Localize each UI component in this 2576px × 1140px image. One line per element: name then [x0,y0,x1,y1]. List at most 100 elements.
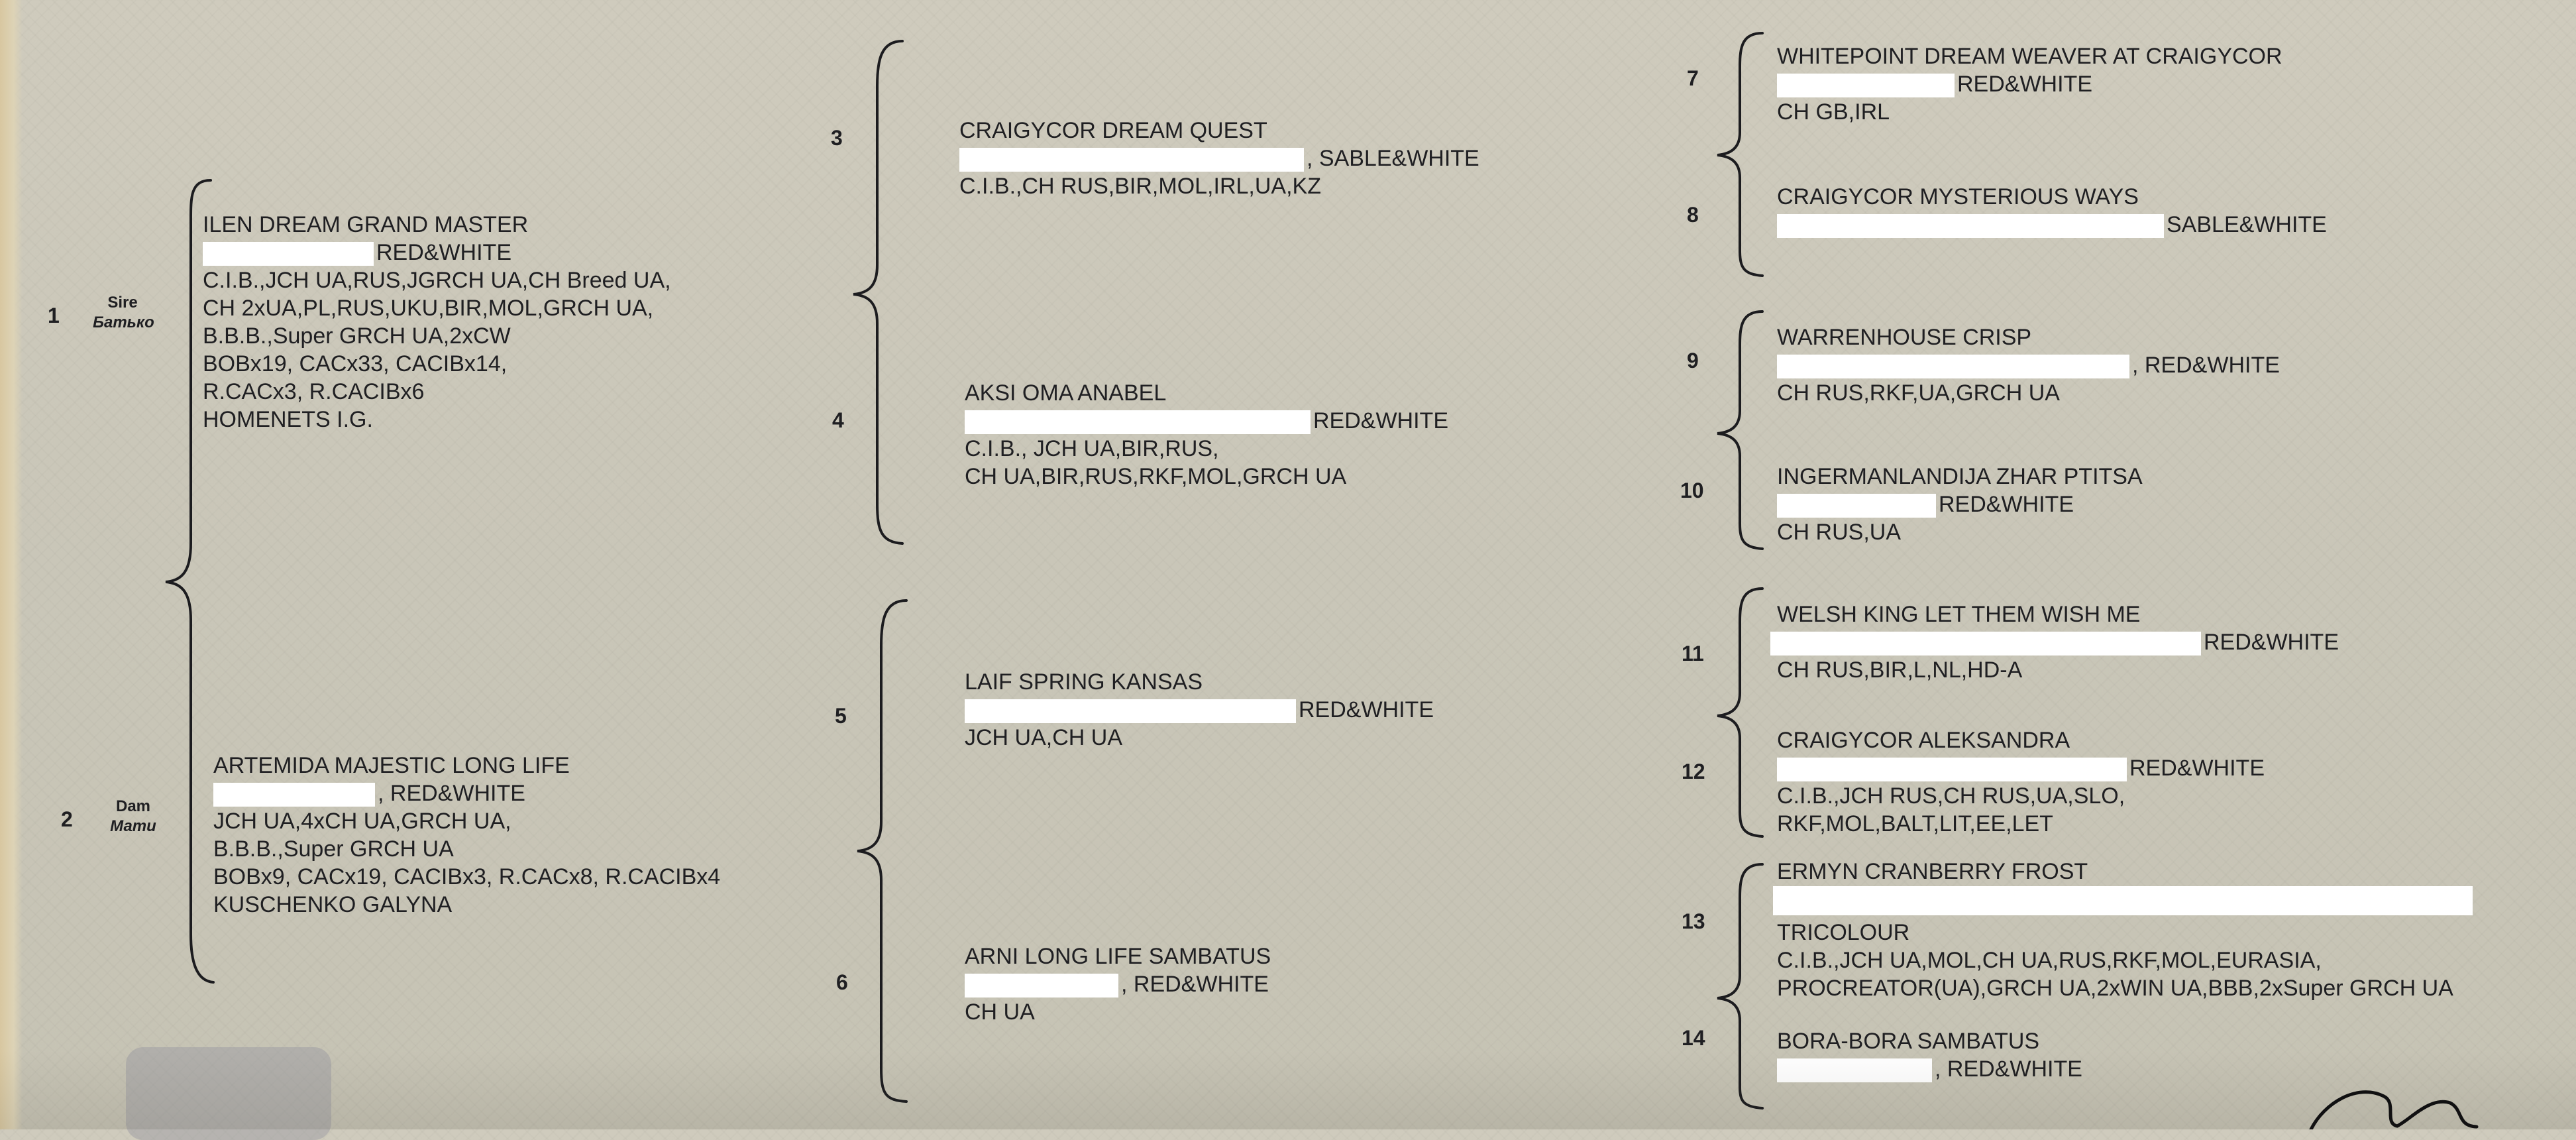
gen3-color: , RED&WHITE [2132,353,2280,378]
gen2-color-line: , RED&WHITE [965,970,1271,998]
gen2-color: , RED&WHITE [1121,972,1269,997]
gen3-entry: WELSH KING LET THEM WISH ME RED&WHITE CH… [1770,600,2339,684]
dam-breeder: KUSCHENKO GALYNA [213,892,453,917]
gen3-name: BORA-BORA SAMBATUS [1777,1029,2040,1054]
sire-breeder: HOMENETS I.G. [203,407,373,432]
gen2-name: ARNI LONG LIFE SAMBATUS [965,944,1271,969]
gen2-name: CRAIGYCOR DREAM QUEST [959,118,1267,143]
gen2-color: , SABLE&WHITE [1307,146,1479,171]
sire-title-line: R.CACx3, R.CACIBx6 [203,379,425,404]
gen2-name: LAIF SPRING KANSAS [965,669,1203,695]
gen2-number: 6 [836,970,848,994]
gen3-name: CRAIGYCOR MYSTERIOUS WAYS [1777,184,2139,209]
gen2-number: 4 [832,408,844,432]
gen3-name: INGERMANLANDIJA ZHAR PTITSA [1777,464,2143,489]
redaction-bar [959,148,1304,172]
gen3-color-line: , RED&WHITE [1777,1055,2082,1083]
dam-color-line: , RED&WHITE [213,779,720,807]
gen3-name: ERMYN CRANBERRY FROST [1777,859,2088,884]
dam-role-ua: Мати [110,817,156,835]
sire-color: RED&WHITE [376,240,511,265]
gen3-color-line: RED&WHITE [1777,70,2282,98]
gen3-color-line: RED&WHITE [1770,628,2339,656]
redaction-bar [1773,886,2473,916]
sire-role-label: Sire Батько [93,293,154,333]
gen3-name: WHITEPOINT DREAM WEAVER AT CRAIGYCOR [1777,44,2282,69]
gen3-color-line: SABLE&WHITE [1777,211,2327,239]
gen3-name: WELSH KING LET THEM WISH ME [1777,602,2141,627]
gen3-title-line: CH RUS,RKF,UA,GRCH UA [1777,380,2060,406]
gen3-entry: ERMYN CRANBERRY FROST TRICOLOUR C.I.B.,J… [1773,858,2475,1002]
signature-scribble [2309,1090,2479,1129]
hologram-seal [126,1047,331,1140]
gen3-number: 14 [1682,1026,1705,1050]
sire-role-en: Sire [107,294,138,312]
sire-entry: ILEN DREAM GRAND MASTER RED&WHITE C.I.B.… [203,211,671,433]
dam-name: ARTEMIDA MAJESTIC LONG LIFE [213,753,570,778]
dam-role-en: Dam [115,797,151,815]
redaction-bar [1777,494,1936,518]
gen3-number: 7 [1687,66,1699,90]
gen3-color-line: RED&WHITE [1777,754,2265,782]
gen3-title-line: CH RUS,UA [1777,520,1902,545]
dam-title-line: JCH UA,4xCH UA,GRCH UA, [213,809,511,834]
page-shadow [0,1050,2576,1129]
gen3-title-line: CH GB,IRL [1777,99,1890,125]
gen2-entry: LAIF SPRING KANSAS RED&WHITE JCH UA,CH U… [965,668,1434,752]
gen3-name: CRAIGYCOR ALEKSANDRA [1777,728,2070,753]
gen3-number: 10 [1680,479,1704,502]
redaction-bar [1777,74,1955,98]
gen3-entry: CRAIGYCOR MYSTERIOUS WAYS SABLE&WHITE [1777,183,2327,239]
gen3-entry: WHITEPOINT DREAM WEAVER AT CRAIGYCOR RED… [1777,42,2282,126]
sire-title-line: BOBx19, CACx33, CACIBx14, [203,351,508,376]
gen3-color: RED&WHITE [1939,492,2074,517]
gen3-color: RED&WHITE [1957,72,2092,97]
gen3-entry: CRAIGYCOR ALEKSANDRA RED&WHITE C.I.B.,JC… [1777,726,2265,838]
gen2-number: 5 [835,704,847,728]
redaction-bar [965,974,1118,998]
gen2-color: RED&WHITE [1299,697,1434,722]
redaction-bar [965,410,1311,435]
gen3-number: 9 [1687,349,1699,372]
redaction-bar [203,242,374,266]
gen2-title-line: CH UA [965,999,1035,1025]
gen3-number: 13 [1682,909,1705,933]
gen3-color: RED&WHITE [2129,756,2265,781]
gen2-entry: CRAIGYCOR DREAM QUEST , SABLE&WHITE C.I.… [959,117,1479,200]
gen2-title-line: C.I.B., JCH UA,BIR,RUS, [965,436,1219,461]
gen2-title-line: C.I.B.,CH RUS,BIR,MOL,IRL,UA,KZ [959,174,1321,199]
dam-entry: ARTEMIDA MAJESTIC LONG LIFE , RED&WHITE … [213,752,720,919]
gen3-entry: WARRENHOUSE CRISP , RED&WHITE CH RUS,RKF… [1777,323,2280,407]
gen2-color-line: RED&WHITE [965,407,1448,435]
dam-number: 2 [61,807,73,831]
gen3-color-line [1773,885,2475,916]
sire-title-line: B.B.B.,Super GRCH UA,2xCW [203,323,511,349]
gen3-color: TRICOLOUR [1777,920,1910,945]
gen2-title-line: CH UA,BIR,RUS,RKF,MOL,GRCH UA [965,464,1347,489]
sire-role-ua: Батько [93,314,154,331]
gen3-color-line: , RED&WHITE [1777,351,2280,379]
sire-title-line: CH 2xUA,PL,RUS,UKU,BIR,MOL,GRCH UA, [203,296,654,321]
gen2-number: 3 [831,126,843,150]
dam-title-line: B.B.B.,Super GRCH UA [213,836,454,862]
dam-color: , RED&WHITE [378,781,525,806]
gen3-title-line: RKF,MOL,BALT,LIT,EE,LET [1777,811,2053,836]
gen2-entry: ARNI LONG LIFE SAMBATUS , RED&WHITE CH U… [965,942,1271,1026]
gen2-name: AKSI OMA ANABEL [965,380,1167,406]
gen3-color: SABLE&WHITE [2167,212,2327,237]
redaction-bar [1770,632,2201,656]
gen3-entry: BORA-BORA SAMBATUS , RED&WHITE [1777,1027,2082,1083]
gen3-title-line: CH RUS,BIR,L,NL,HD-A [1777,657,2023,683]
sire-number: 1 [48,304,60,327]
gen3-color-line: RED&WHITE [1777,490,2143,518]
gen2-color: RED&WHITE [1313,408,1448,433]
gen2-entry: AKSI OMA ANABEL RED&WHITE C.I.B., JCH UA… [965,379,1448,490]
gen2-title-line: JCH UA,CH UA [965,725,1123,750]
gen2-color-line: RED&WHITE [965,696,1434,724]
redaction-bar [1777,214,2164,239]
sire-color-line: RED&WHITE [203,239,671,266]
gen3-color: RED&WHITE [2204,630,2339,655]
redaction-bar [1777,355,2129,379]
redaction-bar [1777,1058,1932,1083]
